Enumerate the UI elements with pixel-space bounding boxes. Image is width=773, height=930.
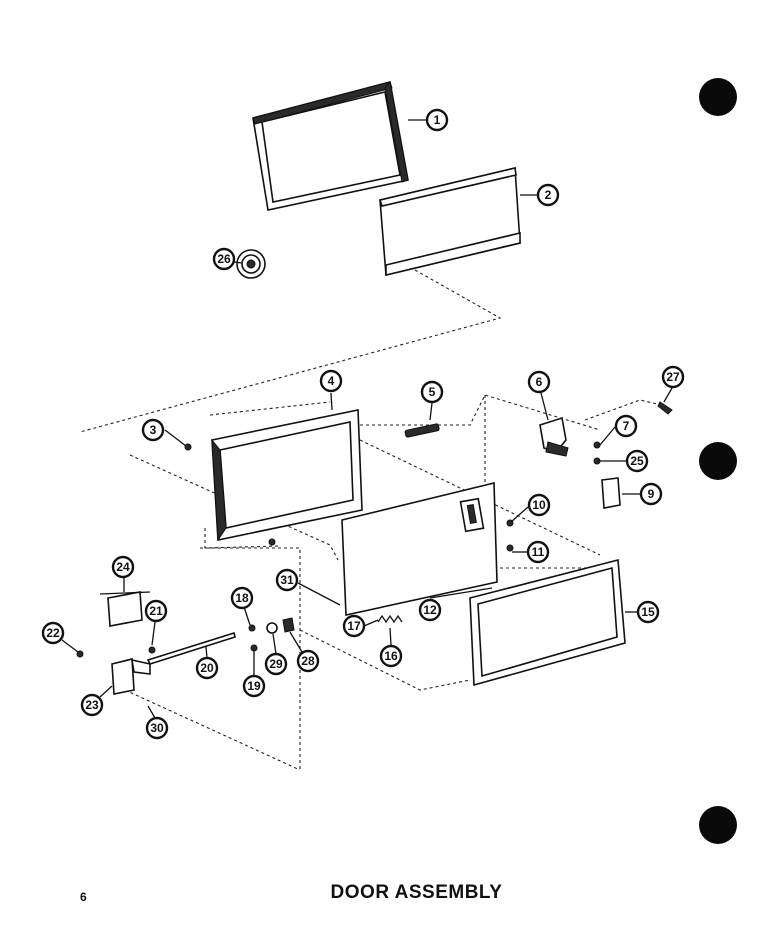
callout-23: 23 — [80, 693, 104, 717]
part-16-spring — [377, 614, 403, 624]
svg-text:15: 15 — [641, 605, 655, 619]
callout-3: 3 — [141, 418, 165, 442]
svg-text:7: 7 — [623, 419, 630, 433]
callout-19: 19 — [242, 674, 266, 698]
part-6-latch — [539, 416, 569, 457]
callout-10: 10 — [527, 493, 551, 517]
callout-6: 6 — [527, 370, 551, 394]
svg-text:25: 25 — [630, 454, 644, 468]
callout-22: 22 — [41, 621, 65, 645]
svg-text:27: 27 — [666, 370, 680, 384]
callout-5: 5 — [420, 380, 444, 404]
callout-12: 12 — [418, 598, 442, 622]
svg-text:21: 21 — [149, 604, 163, 618]
page-number: 6 — [80, 890, 87, 904]
svg-text:10: 10 — [532, 498, 546, 512]
callout-20: 20 — [195, 656, 219, 680]
callout-9: 9 — [639, 482, 663, 506]
punch-hole-top — [699, 78, 737, 116]
callout-21: 21 — [144, 599, 168, 623]
svg-text:18: 18 — [235, 591, 249, 605]
svg-text:31: 31 — [280, 573, 294, 587]
svg-text:6: 6 — [536, 375, 543, 389]
part-15-liner-frame — [469, 558, 626, 687]
callout-30: 30 — [145, 716, 169, 740]
punch-hole-bottom — [699, 806, 737, 844]
part-23-hinge-bracket — [111, 657, 151, 695]
part-27-screw — [657, 401, 673, 415]
svg-text:5: 5 — [429, 385, 436, 399]
part-2-tray-frame — [378, 167, 521, 277]
part-9-clip — [601, 477, 621, 509]
svg-text:4: 4 — [328, 374, 335, 388]
page-title: DOOR ASSEMBLY — [330, 882, 503, 903]
svg-text:29: 29 — [269, 657, 283, 671]
callout-25: 25 — [625, 449, 649, 473]
svg-text:16: 16 — [384, 649, 398, 663]
svg-text:12: 12 — [423, 603, 437, 617]
callout-leader-lines — [61, 119, 673, 719]
svg-text:30: 30 — [150, 721, 164, 735]
callout-15: 15 — [636, 600, 660, 624]
svg-text:11: 11 — [532, 545, 545, 559]
svg-text:19: 19 — [247, 679, 261, 693]
svg-text:3: 3 — [150, 423, 157, 437]
part-12-door-panel — [341, 481, 498, 616]
part-28-nut — [282, 617, 295, 633]
callout-18: 18 — [230, 586, 254, 610]
part-20-rod — [146, 631, 236, 665]
part-4-inner-door-frame — [211, 409, 363, 542]
svg-text:20: 20 — [200, 661, 214, 675]
svg-text:28: 28 — [301, 654, 315, 668]
svg-text:17: 17 — [347, 619, 361, 633]
callout-11: 11 — [526, 540, 550, 564]
callout-24: 24 — [111, 555, 135, 579]
callout-1: 1 — [425, 108, 449, 132]
part-29-washer — [266, 622, 278, 634]
svg-text:2: 2 — [545, 188, 552, 202]
svg-text:24: 24 — [116, 560, 130, 574]
part-5-bracket — [404, 423, 440, 438]
callout-2: 2 — [536, 183, 560, 207]
svg-text:26: 26 — [217, 252, 231, 266]
part-24-hinge-plate — [99, 591, 151, 627]
callout-27: 27 — [661, 365, 685, 389]
callout-4: 4 — [319, 369, 343, 393]
svg-text:1: 1 — [434, 113, 441, 127]
callout-28: 28 — [296, 649, 320, 673]
part-1-outer-door-frame — [252, 80, 409, 211]
callout-7: 7 — [614, 414, 638, 438]
callout-26: 26 — [212, 247, 236, 271]
svg-text:22: 22 — [46, 626, 60, 640]
callout-16: 16 — [379, 644, 403, 668]
punch-hole-middle — [699, 442, 737, 480]
callout-17: 17 — [342, 614, 366, 638]
part-26-grommet — [236, 249, 266, 279]
svg-text:23: 23 — [85, 698, 99, 712]
svg-text:9: 9 — [648, 487, 655, 501]
callout-29: 29 — [264, 652, 288, 676]
callout-31: 31 — [275, 568, 299, 592]
